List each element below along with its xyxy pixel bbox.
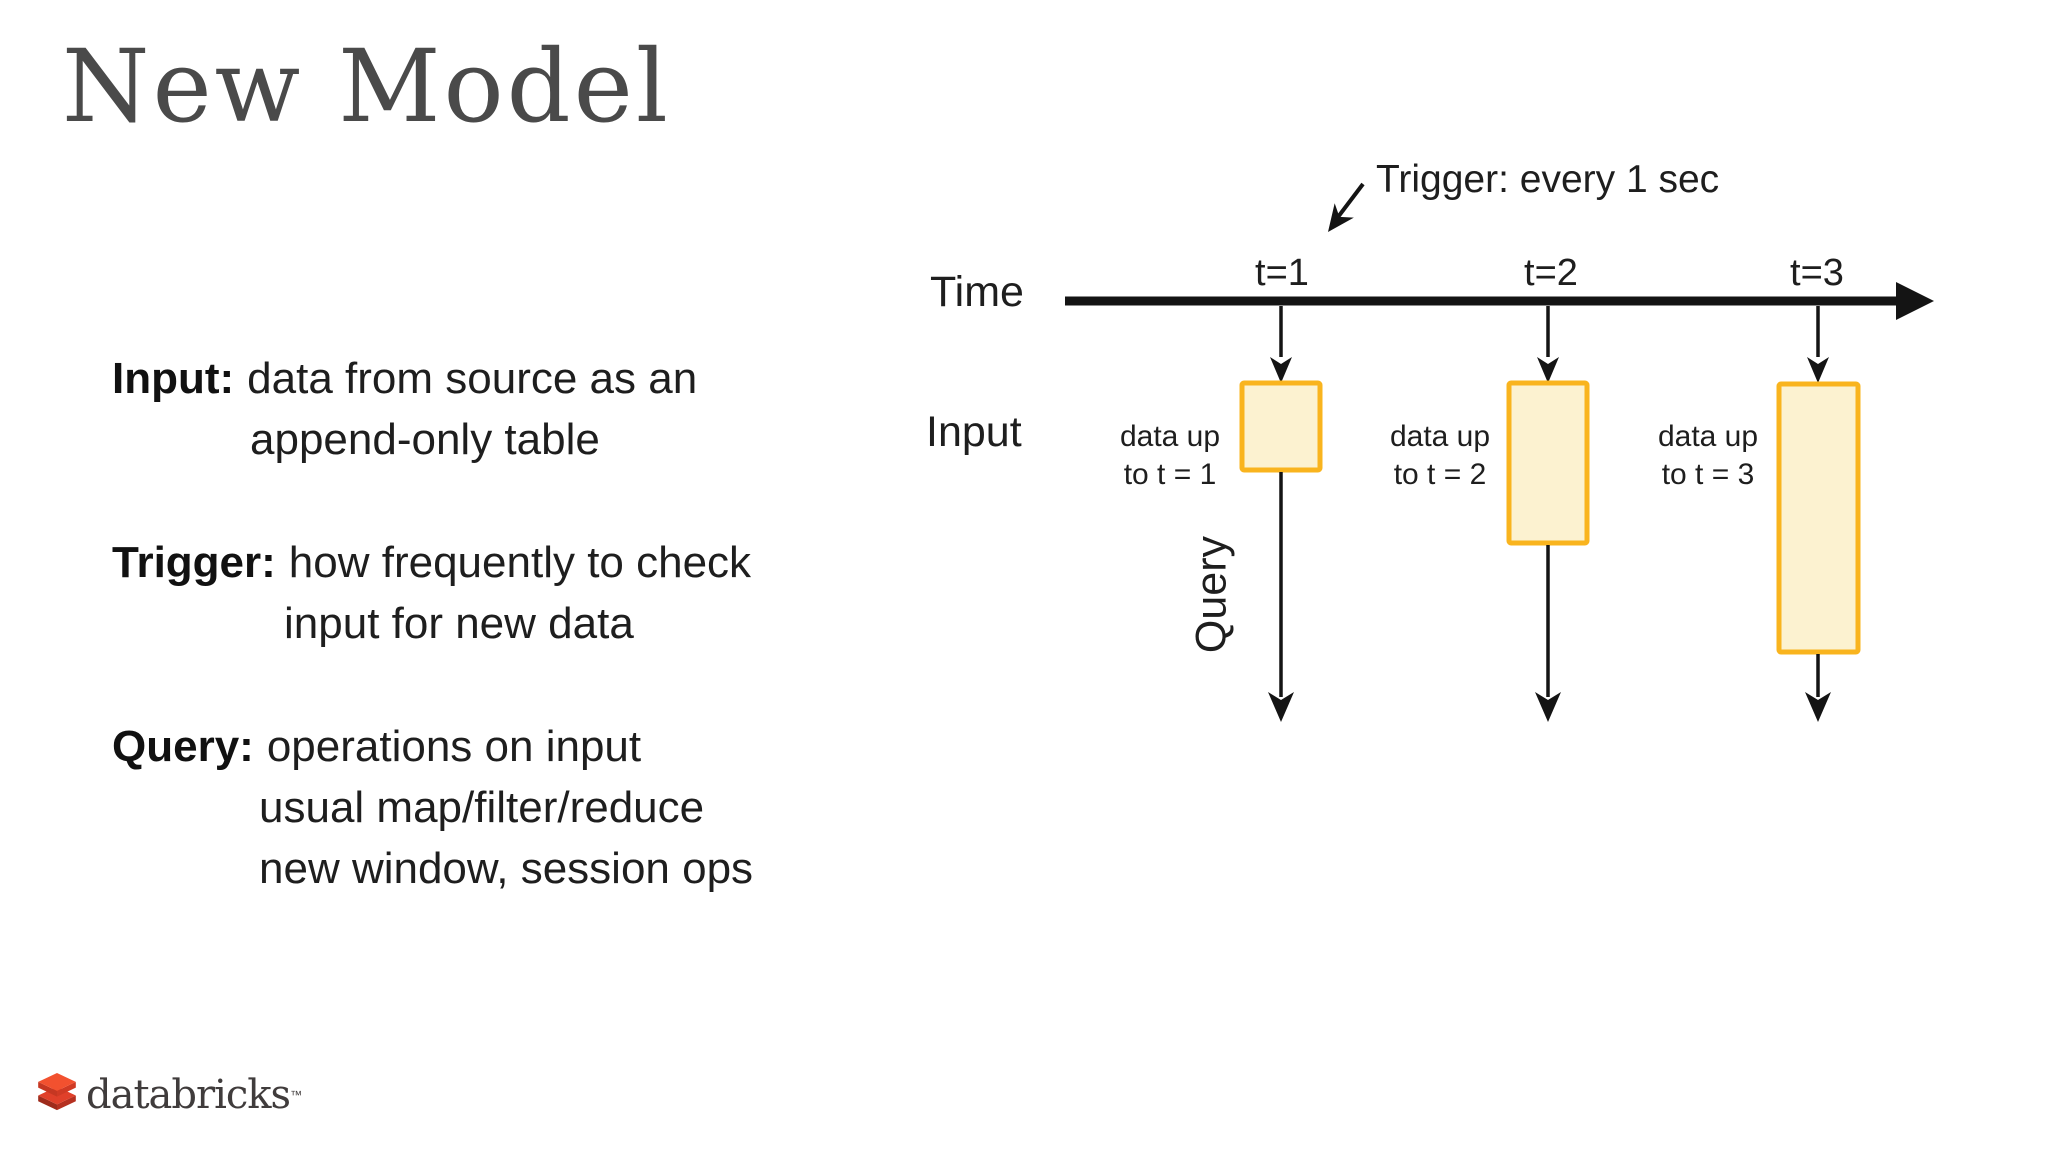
box-caption-t2: data up to t = 2	[1350, 418, 1530, 494]
tick-label-t1: t=1	[1255, 252, 1309, 294]
page-title: New Model	[62, 28, 671, 145]
trigger-annotation-label: Trigger: every 1 sec	[1376, 158, 1720, 201]
bullet-query-label: Query:	[112, 722, 254, 771]
query-arrow-t1	[1268, 472, 1294, 722]
query-arrow-t3	[1805, 654, 1831, 722]
input-box-t3	[1776, 381, 1861, 655]
tick-label-t3: t=3	[1790, 252, 1844, 294]
box-caption-t1: data up to t = 1	[1080, 418, 1260, 494]
tick-label-t2: t=2	[1524, 252, 1578, 294]
bullet-trigger-line2: input for new data	[284, 599, 634, 648]
databricks-logo: databricks ™	[36, 1072, 302, 1118]
bullet-trigger: Trigger:how frequently to check input fo…	[112, 532, 812, 654]
tick-arrow-t3	[1807, 306, 1829, 383]
input-row-label: Input	[926, 408, 1022, 456]
bullet-trigger-line1: how frequently to check	[288, 538, 752, 587]
box-caption-t2-line1: data up	[1389, 420, 1491, 453]
bullet-query-line3: new window, session ops	[259, 844, 754, 893]
box-caption-t1-line1: data up	[1119, 420, 1221, 453]
databricks-bricks-icon	[38, 1073, 76, 1111]
box-caption-t3-line2: to t = 3	[1661, 458, 1755, 491]
bullet-input: Input:data from source as an append-only…	[112, 348, 812, 470]
box-caption-t3-line1: data up	[1657, 420, 1759, 453]
time-axis-label: Time	[930, 268, 1024, 316]
bullet-input-label: Input:	[112, 354, 235, 403]
query-row-label: Query	[1187, 535, 1236, 654]
input-box-t2	[1506, 380, 1590, 546]
tick-arrow-t2	[1537, 306, 1559, 383]
bullet-input-line1: data from source as an	[247, 354, 698, 403]
bullet-trigger-label: Trigger:	[112, 538, 276, 587]
input-box-t1	[1239, 380, 1323, 473]
trademark-symbol: ™	[290, 1088, 303, 1102]
bullet-list: Input:data from source as an append-only…	[112, 348, 812, 961]
box-caption-t3: data up to t = 3	[1618, 418, 1798, 494]
bullet-query: Query:operations on input usual map/filt…	[112, 716, 812, 899]
tick-arrow-t1	[1270, 306, 1292, 383]
bullet-query-line1: operations on input	[266, 722, 642, 771]
bullet-query-line2: usual map/filter/reduce	[259, 783, 705, 832]
timeline-arrowhead-icon	[1896, 282, 1934, 320]
trigger-arrowhead-icon	[1328, 203, 1354, 232]
databricks-wordmark: databricks	[86, 1072, 291, 1118]
bullet-input-line2: append-only table	[250, 415, 600, 464]
query-arrow-t2	[1535, 545, 1561, 722]
box-caption-t2-line2: to t = 2	[1393, 458, 1487, 491]
trigger-arrow	[1336, 182, 1365, 219]
box-caption-t1-line2: to t = 1	[1123, 458, 1217, 491]
